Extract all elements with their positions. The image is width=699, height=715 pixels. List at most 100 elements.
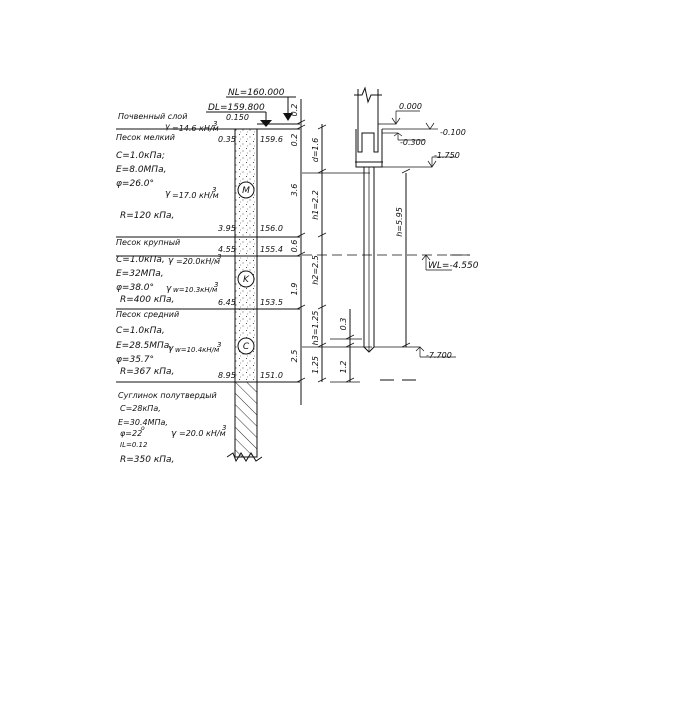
dim-d: d=1.6 [311, 138, 320, 163]
medium-sand-c: C=1.0кПа, [116, 326, 165, 336]
coarse-sand-gamma-w: w=10.3кН/м [173, 286, 218, 294]
coarse-sand-c: C=1.0кПа, [116, 255, 165, 265]
soil-gamma-symbol: γ [165, 122, 171, 131]
coarse-sand-marker [237, 270, 255, 288]
fine-sand-gamma-exp: 3 [212, 186, 216, 194]
top-level-marks: NL=160.000 DL=159.800 0.150 [206, 88, 296, 127]
column-break [354, 86, 382, 104]
cap-socket [357, 124, 379, 153]
layer-soil: Почвенный слой γ =14.6 кН/м 3 0.35 159.6 [118, 112, 283, 144]
nl-arrow-icon [283, 113, 293, 121]
coarse-sand-elev-mid: 155.4 [260, 245, 283, 254]
fine-sand-e: E=8.0МПа, [116, 165, 166, 175]
dim-h3: h3=1.25 [311, 311, 320, 346]
layer-fine-sand: Песок мелкий C=1.0кПа; E=8.0МПа, φ=26.0°… [116, 133, 283, 233]
layer-medium-sand: Песок средний C=1.0кПа, E=28.5МПа, γ w=1… [116, 310, 283, 380]
loam-gamma-symbol: γ [171, 429, 177, 439]
medium-sand-gamma-w-exp: 3 [217, 341, 221, 349]
soil-depth: 0.35 [218, 135, 236, 144]
column-break-line [226, 452, 263, 463]
dim-tip-len: 1.2 [339, 361, 348, 374]
medium-sand-depth: 8.95 [218, 371, 236, 380]
dim-h1: h1=2.2 [311, 190, 320, 220]
soil-gamma: =14.6 кН/м [172, 124, 219, 133]
coarse-sand-marker-label: K [243, 275, 250, 285]
dim-top: 0.2 [290, 104, 299, 117]
soil-elev: 159.6 [260, 135, 283, 144]
fine-sand-elev: 156.0 [260, 224, 283, 233]
coarse-sand-phi: φ=38.0° [116, 283, 154, 293]
level-tip: -7.700 [426, 351, 452, 360]
fine-sand-marker [237, 181, 255, 199]
dim-coarse-top: 0.6 [290, 240, 299, 253]
medium-sand-phi: φ=35.7° [116, 355, 154, 365]
dl-offset: 0.150 [226, 113, 249, 122]
pile-structure [354, 86, 383, 353]
level-l3: -1.750 [434, 151, 460, 160]
level-l2: -0.300 [400, 138, 426, 147]
soil-name: Почвенный слой [118, 112, 187, 121]
column-dimension: 0.2 0.2 3.6 0.6 1.9 2.5 [290, 99, 306, 405]
medium-sand-name: Песок средний [116, 310, 179, 319]
medium-sand-gamma-w-symbol: γ [168, 344, 174, 354]
loam-r: R=350 кПа, [120, 455, 174, 465]
soil-gamma-exp: 3 [213, 120, 217, 128]
pile-dimensions: d=1.6 h1=2.2 h2=2.5 h3=1.25 1.25 0.3 1.2… [302, 124, 411, 383]
medium-sand-gamma-w: w=10.4кН/м [175, 346, 220, 354]
column-walls [357, 89, 379, 124]
medium-sand-marker [237, 337, 255, 355]
coarse-sand-gamma-symbol: γ [168, 256, 174, 266]
coarse-sand-gamma-w-exp: 3 [214, 281, 218, 289]
coarse-sand-gamma-exp: 3 [217, 253, 221, 261]
coarse-sand-depth-mid: 4.55 [218, 245, 236, 254]
level-l1: -0.100 [440, 128, 466, 137]
loam-name: Суглинок полутвердый [118, 391, 217, 400]
pile-level-marks: 0.000 -0.100 -0.300 -1.750 -7.700 WL=-4.… [302, 102, 479, 381]
dim-h3-part: 0.3 [339, 318, 348, 331]
dl-label: DL=159.800 [208, 103, 265, 113]
layer-loam: Суглинок полутвердый C=28кПа, E=30.4МПа,… [118, 391, 226, 465]
dim-soil: 0.2 [290, 134, 299, 147]
layer-coarse-sand: Песок крупный 4.55 155.4 C=1.0кПа, γ =20… [116, 238, 283, 307]
medium-sand-marker-label: C [243, 342, 250, 352]
fine-sand-gamma-symbol: γ [165, 189, 171, 199]
fine-sand-gamma: =17.0 кН/м [172, 191, 219, 200]
nl-label: NL=160.000 [228, 88, 285, 98]
coarse-sand-name: Песок крупный [116, 238, 180, 247]
fine-sand-name: Песок мелкий [116, 133, 175, 142]
dl-arrow-icon [260, 120, 272, 127]
coarse-sand-e: E=32МПа, [116, 269, 164, 279]
coarse-sand-depth: 6.45 [218, 298, 236, 307]
coarse-sand-gamma-w-symbol: γ [166, 284, 172, 294]
medium-sand-e: E=28.5МПа, [116, 341, 172, 351]
fine-sand-depth: 3.95 [218, 224, 236, 233]
loam-gamma: =20.0 кН/м [179, 429, 226, 438]
dim-h2: h2=2.5 [311, 255, 320, 285]
layer-boundaries [116, 123, 300, 383]
coarse-sand-gamma: =20.0кН/м [176, 257, 220, 266]
fine-sand-r: R=120 кПа, [120, 211, 174, 221]
coarse-sand-elev: 153.5 [260, 298, 283, 307]
dim-medium: 2.5 [290, 350, 299, 363]
fine-sand-phi: φ=26.0° [116, 179, 154, 189]
loam-phi-deg: o [141, 425, 145, 432]
coarse-sand-r: R=400 кПа, [120, 295, 174, 305]
borehole-column [226, 128, 263, 463]
loam-phi: φ=22 [120, 429, 142, 438]
loam-hatch [234, 381, 258, 458]
loam-gamma-exp: 3 [222, 424, 226, 432]
dim-coarse: 1.9 [290, 283, 299, 296]
loam-e: E=30.4МПа, [118, 418, 168, 427]
level-zero: 0.000 [399, 102, 422, 111]
medium-sand-elev: 151.0 [260, 371, 283, 380]
level-wl: WL=-4.550 [428, 261, 479, 271]
loam-il: IL=0.12 [120, 441, 148, 449]
medium-sand-r: R=367 кПа, [120, 367, 174, 377]
dim-tip-part: 1.25 [311, 356, 320, 374]
fine-sand-marker-label: M [242, 186, 250, 196]
dim-h-total: h=5.95 [395, 207, 404, 237]
loam-c: C=28кПа, [120, 404, 161, 413]
fine-sand-c: C=1.0кПа; [116, 151, 165, 161]
dim-fine-sand: 3.6 [290, 184, 299, 197]
